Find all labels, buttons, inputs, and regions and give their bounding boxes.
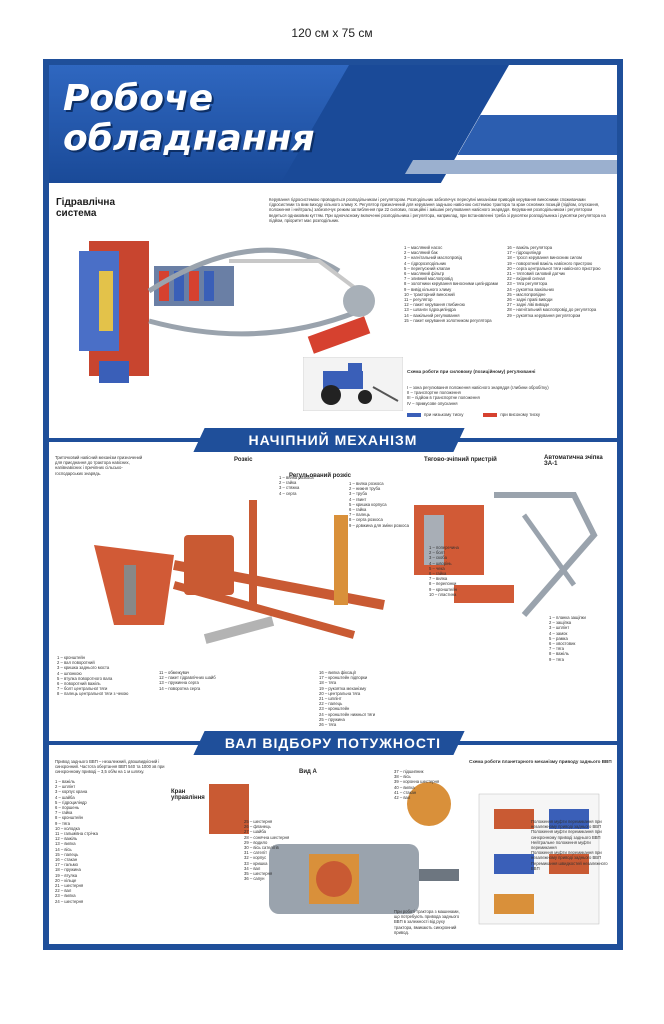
cylinder xyxy=(307,316,371,354)
regulator xyxy=(343,285,375,317)
poster-header: Робоче обладнання xyxy=(49,65,617,183)
tractor-body xyxy=(323,371,363,389)
hydraulic-intro: Керування гідросистемою проводиться розп… xyxy=(269,197,606,223)
label-tyagovo: Тягово-зчіпний пристрій xyxy=(424,457,497,463)
brace xyxy=(249,500,257,610)
hydraulic-section: Гідравлічна система Керування гідросисте… xyxy=(49,185,617,421)
hitch-section: Триточковий навісний механізм призначени… xyxy=(49,455,617,730)
header-slant-stripe-light xyxy=(404,160,617,174)
legend-low-swatch xyxy=(407,412,421,417)
title-line-1: Робоче xyxy=(63,78,214,119)
scheme-items: I – зона регулювання положення навісного… xyxy=(407,385,549,406)
view-a-detail xyxy=(407,782,451,826)
scheme-title: Схема роботи при силовому (позиційному) … xyxy=(407,369,536,374)
hitch-diagram xyxy=(94,492,598,644)
pto-intro: Привод заднього ВВП – незалежний, двошви… xyxy=(55,759,165,775)
poster: Робоче обладнання Гідравлічна система Ке… xyxy=(43,59,623,950)
hitch-band-title: НАЧІПНИЙ МЕХАНІЗМ xyxy=(248,432,418,448)
control-valve xyxy=(209,784,249,834)
tractor-scheme xyxy=(303,357,403,411)
poster-size-label: 120 см х 75 см xyxy=(291,26,373,40)
hitch-band: НАЧІПНИЙ МЕХАНІЗМ xyxy=(49,428,617,452)
hitch-intro: Триточковий навісний механізм призначени… xyxy=(55,455,143,476)
adjustable-brace xyxy=(334,515,348,605)
auto-coupler xyxy=(494,492,598,617)
oil-pump xyxy=(99,361,129,383)
pto-diagram xyxy=(209,782,600,925)
pto-section: Привод заднього ВВП – незалежний, двошви… xyxy=(49,759,617,944)
pto-scheme-notes: Положення муфти перемикання при незалежн… xyxy=(531,819,608,871)
label-vyd: Вид А xyxy=(299,769,317,775)
pto-shaft xyxy=(419,869,459,881)
header-slant-stripe xyxy=(457,115,617,155)
filter-element xyxy=(99,271,113,331)
poster-inner: Робоче обладнання Гідравлічна система Ке… xyxy=(49,65,617,944)
legend-high-label: при високому тиску xyxy=(500,412,541,417)
poster-title: Робоче обладнання xyxy=(63,79,315,159)
pto-band: ВАЛ ВІДБОРУ ПОТУЖНОСТІ xyxy=(49,731,617,755)
pressure-legend: при низькому тиску при високому тиску xyxy=(407,411,540,418)
label-rozkis: Розкіс xyxy=(234,457,253,463)
legend-high-swatch xyxy=(483,412,498,417)
lift-arm xyxy=(184,535,234,595)
pto-band-title: ВАЛ ВІДБОРУ ПОТУЖНОСТІ xyxy=(224,735,442,751)
label-avtozch: Автоматична зчіпка ЗА-1 xyxy=(544,455,603,467)
pto-scheme-title: Схема роботи планетарного механізму прив… xyxy=(469,759,612,764)
label-kran: Кран управління xyxy=(171,789,205,801)
pto-footer-note: При роботі трактора з машинами, що потре… xyxy=(394,909,460,935)
legend-low-label: при низькому тиску xyxy=(424,412,464,417)
title-line-2: обладнання xyxy=(63,118,315,159)
label-reg-rozkis: Регульований розкіс xyxy=(289,473,351,479)
hydraulic-diagram xyxy=(79,241,375,383)
hydraulic-title: Гідравлічна система xyxy=(56,197,116,219)
